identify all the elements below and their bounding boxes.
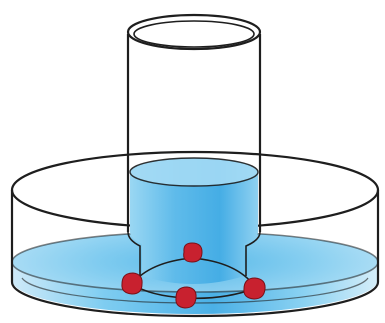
particle: [184, 243, 202, 262]
tube-rim-outer: [128, 15, 260, 49]
particle: [176, 287, 196, 308]
particle: [244, 278, 265, 299]
tube-liquid-surface: [130, 158, 258, 186]
particle: [122, 273, 142, 294]
